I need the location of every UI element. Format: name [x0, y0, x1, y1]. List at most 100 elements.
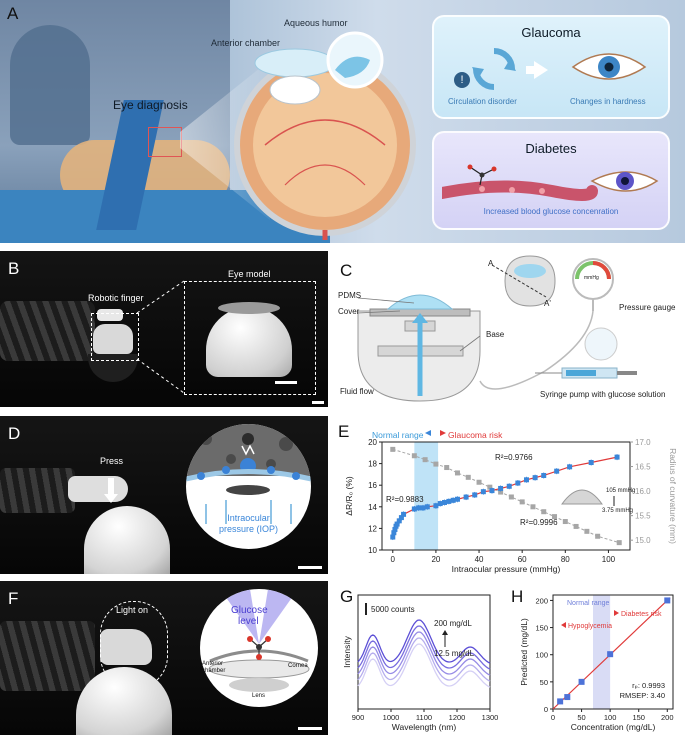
x-tick-label: 1300 [482, 713, 499, 722]
circulation-icon [472, 48, 516, 90]
resistance-point [411, 506, 417, 512]
resistance-point [498, 485, 504, 491]
eye-model-zoom-box [184, 281, 316, 395]
plot-frame [381, 441, 631, 551]
spectrum-line [357, 625, 491, 670]
normal-range-band [593, 595, 611, 709]
y-tick-label: 200 [535, 596, 548, 605]
radius-point [552, 514, 558, 520]
eye-model [76, 667, 172, 735]
resistance-point [541, 472, 547, 478]
r2-left-low: R²=0.9883 [386, 495, 424, 504]
eye-icon [571, 53, 647, 80]
light-on-label: Light on [116, 605, 149, 615]
resistance-point [437, 501, 443, 507]
y-tick-label: 100 [535, 651, 548, 660]
radius-point [465, 474, 471, 480]
panel-label-e: E [338, 422, 350, 441]
rp-label: rₚ: 0.9993 [632, 681, 665, 690]
panel-label-a: A [7, 4, 19, 23]
r2-left-high: R²=0.9766 [495, 453, 533, 462]
x-tick-label: 80 [561, 555, 570, 564]
x-tick-label: 200 [661, 713, 674, 722]
panel-a: Anterior chamber Aqueous humor Eye diagn… [0, 0, 685, 243]
resistance-point [489, 488, 495, 494]
y-right-tick-label: 16.5 [635, 463, 651, 472]
panel-f-photo: Glucose level Anterior chamber Cornea Le… [0, 581, 328, 735]
y-axis-label: Intensity [342, 635, 352, 667]
rmsep-label: RMSEP: 3.40 [620, 691, 665, 700]
resistance-point [424, 504, 430, 510]
resistance-point [532, 475, 538, 481]
warning-icon: ! [454, 72, 470, 88]
y-right-tick-label: 15.0 [635, 536, 651, 545]
data-point [557, 698, 564, 705]
radius-point [476, 479, 482, 485]
diabetes-title: Diabetes [525, 141, 577, 156]
radius-point [616, 540, 622, 546]
radius-point [595, 533, 601, 539]
radius-point [498, 489, 504, 495]
panel-d-photo: Intraocular pressure (IOP) Press D [0, 416, 328, 574]
x-tick-label: 1000 [383, 713, 400, 722]
eye-highlight-box [148, 127, 182, 157]
x-axis-label: Concentration (mg/dL) [571, 722, 656, 732]
y-axis-label: Predicted (mg/dL) [519, 618, 529, 686]
blood-vessel-icon [442, 164, 659, 201]
iop-label-line1: Intraocular [227, 513, 270, 523]
anterior-chamber-line1: Anterior [202, 661, 224, 667]
eye-model [84, 506, 170, 574]
bottom-concentration-label: 12.5 mg/dL [434, 649, 475, 658]
robotic-finger-label: Robotic finger [88, 293, 144, 303]
resistance-point [450, 497, 456, 503]
data-point [664, 597, 671, 604]
finger-pad [68, 476, 128, 502]
fluid-flow-label: Fluid flow [340, 387, 374, 396]
x-tick-label: 150 [632, 713, 645, 722]
resistance-point [523, 477, 529, 483]
arrow-right-icon [534, 61, 548, 79]
r2-right: R²=0.9996 [520, 518, 558, 527]
x-axis-label: Intraocular pressure (mmHg) [452, 564, 561, 574]
radius-point [411, 453, 417, 459]
y-tick-label: 50 [540, 678, 548, 687]
x-tick-label: 0 [391, 555, 396, 564]
press-arrow-head [104, 494, 118, 503]
circulation-disorder-label: Circulation disorder [448, 97, 517, 106]
spectrum-line [357, 631, 491, 676]
scale-bar [298, 566, 322, 569]
y-right-tick-label: 15.5 [635, 512, 651, 521]
y-right-axis-label: Radius of curvature (mm) [668, 448, 678, 544]
pdms-label: PDMS [338, 291, 362, 300]
panel-c: PDMS Cover Base Fluid flow A A' mmHg Pre… [330, 251, 685, 407]
cornea-label: Cornea [288, 663, 308, 669]
radius-point [584, 528, 590, 534]
resistance-point [392, 526, 398, 532]
aqueous-humor-label: Aqueous humor [284, 18, 348, 28]
robot-hand [0, 468, 75, 513]
panel-label-h: H [511, 587, 524, 606]
radius-point [454, 470, 460, 476]
resistance-point [420, 505, 426, 511]
glucose-level-line1: Glucose [231, 605, 268, 616]
radius-point [390, 446, 396, 452]
panel-b-photo: Robotic finger Eye model B [0, 251, 328, 407]
resistance-point [433, 503, 439, 509]
cover-label: Cover [338, 307, 360, 316]
robotic-finger-tip [97, 309, 123, 321]
device-cross-section [357, 255, 637, 402]
panel-label-b: B [8, 259, 20, 278]
robot-hand [0, 301, 95, 361]
panel-label-f: F [8, 589, 19, 608]
anterior-chamber-label: Anterior chamber [211, 38, 281, 48]
radius-point [530, 504, 536, 510]
gauge-unit-label: mmHg [584, 275, 599, 281]
eye-model-large [206, 307, 292, 377]
syringe-label: Syringe pump with glucose solution [540, 390, 666, 399]
resistance-point [396, 518, 402, 524]
eyeball-diagram [234, 48, 416, 240]
